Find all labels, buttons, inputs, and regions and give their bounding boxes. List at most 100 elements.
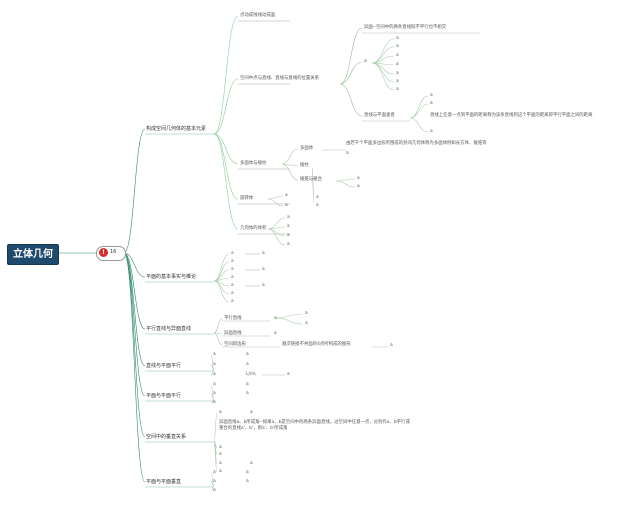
leaf-node[interactable]: a bbox=[231, 283, 234, 288]
leaf-node[interactable]: a bbox=[213, 352, 216, 357]
leaf-node[interactable]: a bbox=[262, 251, 265, 256]
leaf-node[interactable]: a bbox=[316, 195, 319, 200]
leaf-node[interactable]: a bbox=[430, 101, 433, 106]
branch-basic-elements[interactable]: 构成空间几何体的基本元素 bbox=[146, 126, 207, 132]
leaf-node[interactable]: a bbox=[213, 470, 216, 475]
branch-line-plane-parallel[interactable]: 直线与平面平行 bbox=[146, 363, 182, 369]
leaf-node[interactable]: a bbox=[213, 400, 216, 405]
leaf-node[interactable]: a bbox=[285, 203, 288, 208]
leaf-node[interactable]: a bbox=[213, 372, 216, 377]
leaf-node[interactable]: a bbox=[219, 452, 222, 457]
leaf-node[interactable]: a bbox=[305, 321, 308, 326]
leaf-node[interactable]: a bbox=[213, 362, 216, 367]
leaf-node[interactable]: a bbox=[430, 129, 433, 134]
connector-line bbox=[123, 252, 146, 278]
leaf-node[interactable]: a bbox=[396, 87, 399, 92]
connector-line bbox=[275, 317, 304, 325]
topic-skew-definition[interactable]: 异面--空间中的两条直线既不平行也不相交 bbox=[364, 25, 447, 30]
topic-line-plane-perp[interactable]: 直线与平面垂直 bbox=[364, 113, 395, 118]
note-polyhedron-definition: 由若干个平面多边形所围成的封闭几何体称为多面体例如长方体、棱锥等 bbox=[346, 141, 487, 146]
leaf-node[interactable]: a bbox=[246, 352, 249, 357]
leaf-node[interactable]: a bbox=[246, 470, 249, 475]
topic-l-parallel-m[interactable]: L//m bbox=[246, 372, 256, 377]
leaf-node[interactable]: a bbox=[262, 267, 265, 272]
leaf-node[interactable]: a bbox=[287, 372, 290, 377]
connector-line bbox=[267, 226, 286, 230]
leaf-node[interactable]: a bbox=[274, 331, 277, 336]
leaf-node[interactable]: a bbox=[390, 343, 393, 348]
topic-solid-of-revolution[interactable]: 旋转体 bbox=[240, 196, 254, 201]
branch-plane-plane-perpendicular[interactable]: 平面与平面垂直 bbox=[146, 479, 182, 485]
leaf-node[interactable]: a bbox=[396, 62, 399, 67]
topic-point-line-surface[interactable]: 点动成线线动成面 bbox=[240, 13, 276, 18]
connector-line bbox=[123, 128, 146, 254]
leaf-node[interactable]: a bbox=[346, 151, 349, 156]
topic-prism[interactable]: 棱柱 bbox=[300, 163, 309, 168]
leaf-node[interactable]: a bbox=[231, 259, 234, 264]
topic-pyramid-frustum[interactable]: 棱锥与棱台 bbox=[300, 177, 322, 182]
leaf-node[interactable]: a bbox=[213, 382, 216, 387]
leaf-node[interactable]: a bbox=[357, 184, 360, 189]
connector-line bbox=[267, 228, 286, 246]
leaf-node[interactable]: a bbox=[396, 71, 399, 76]
branch-parallel-skew-lines[interactable]: 平行直线与异面直线 bbox=[146, 326, 192, 332]
leaf-node[interactable]: a bbox=[246, 479, 249, 484]
leaf-node[interactable]: a bbox=[246, 382, 249, 387]
leaf-node[interactable]: a bbox=[396, 53, 399, 58]
topic-skew-lines[interactable]: 异面直线 bbox=[224, 331, 242, 336]
leaf-node[interactable]: a bbox=[287, 233, 290, 238]
topic-volume[interactable]: 几何体的体积 bbox=[240, 226, 267, 231]
connector-line bbox=[210, 369, 215, 376]
leaf-node[interactable]: a bbox=[231, 275, 234, 280]
badge-count: 16 bbox=[110, 249, 117, 255]
leaf-node[interactable]: a bbox=[305, 311, 308, 316]
connector-line bbox=[213, 15, 239, 135]
leaf-node[interactable]: a bbox=[396, 36, 399, 41]
connector-line bbox=[409, 103, 429, 119]
leaf-node[interactable]: a bbox=[231, 299, 234, 304]
topic-polyhedron[interactable]: 多面体 bbox=[300, 146, 314, 151]
leaf-node[interactable]: a bbox=[213, 391, 216, 396]
leaf-node[interactable]: a bbox=[287, 224, 290, 229]
leaf-node[interactable]: a bbox=[246, 391, 249, 396]
leaf-node[interactable]: a bbox=[213, 488, 216, 493]
topic-polyhedron-prism[interactable]: 多面体与棱柱 bbox=[240, 161, 267, 166]
connector-line bbox=[123, 252, 146, 438]
leaf-node[interactable]: a bbox=[219, 461, 222, 466]
leaf-node[interactable]: a bbox=[231, 291, 234, 296]
leaf-node[interactable]: a bbox=[357, 176, 360, 181]
leaf-node[interactable]: a bbox=[396, 79, 399, 84]
note-line-plane-distance: 直线上任意一点到平面的距离称为该条直线到这个平面的距离即平行平面之间的距离 bbox=[430, 113, 593, 118]
topic-parallel-lines[interactable]: 平行直线 bbox=[224, 316, 242, 321]
connector-line bbox=[335, 178, 356, 182]
topic-position-relations[interactable]: 空间中点与直线、直线与直线的位置关系 bbox=[240, 76, 320, 81]
leaf-node[interactable]: a bbox=[213, 479, 216, 484]
leaf-node[interactable]: a bbox=[250, 461, 253, 466]
leaf-node[interactable]: a bbox=[231, 267, 234, 272]
leaf-node[interactable]: a bbox=[285, 193, 288, 198]
leaf-node[interactable]: a bbox=[250, 410, 253, 415]
leaf-node[interactable]: a bbox=[262, 283, 265, 288]
connector-line bbox=[123, 252, 146, 330]
leaf-node[interactable]: a bbox=[246, 362, 249, 367]
topic-a-group[interactable]: a bbox=[364, 59, 367, 64]
leaf-node[interactable]: a bbox=[430, 93, 433, 98]
leaf-node[interactable]: a bbox=[274, 316, 277, 321]
alert-icon: ! bbox=[99, 248, 108, 257]
leaf-node[interactable]: a bbox=[287, 242, 290, 247]
root-topic[interactable]: 立体几何 bbox=[7, 244, 59, 265]
connector-line bbox=[213, 412, 218, 442]
leaf-node[interactable]: a bbox=[231, 251, 234, 256]
leaf-node[interactable]: a bbox=[287, 215, 290, 220]
leaf-node[interactable]: a bbox=[219, 469, 222, 474]
leaf-node[interactable]: a bbox=[219, 445, 222, 450]
leaf-node[interactable]: a bbox=[219, 410, 222, 415]
leaf-node[interactable]: a bbox=[316, 203, 319, 208]
topic-space-quadrilateral[interactable]: 空间四边形 bbox=[224, 342, 246, 347]
branch-plane-plane-parallel[interactable]: 平面与平面平行 bbox=[146, 393, 182, 399]
leaf-node[interactable]: a bbox=[396, 44, 399, 49]
connector-line bbox=[213, 133, 239, 165]
branch-perpendicular[interactable]: 空间中的垂直关系 bbox=[146, 434, 187, 440]
branch-plane-axioms[interactable]: 平面的基本事实与推论 bbox=[146, 274, 197, 280]
